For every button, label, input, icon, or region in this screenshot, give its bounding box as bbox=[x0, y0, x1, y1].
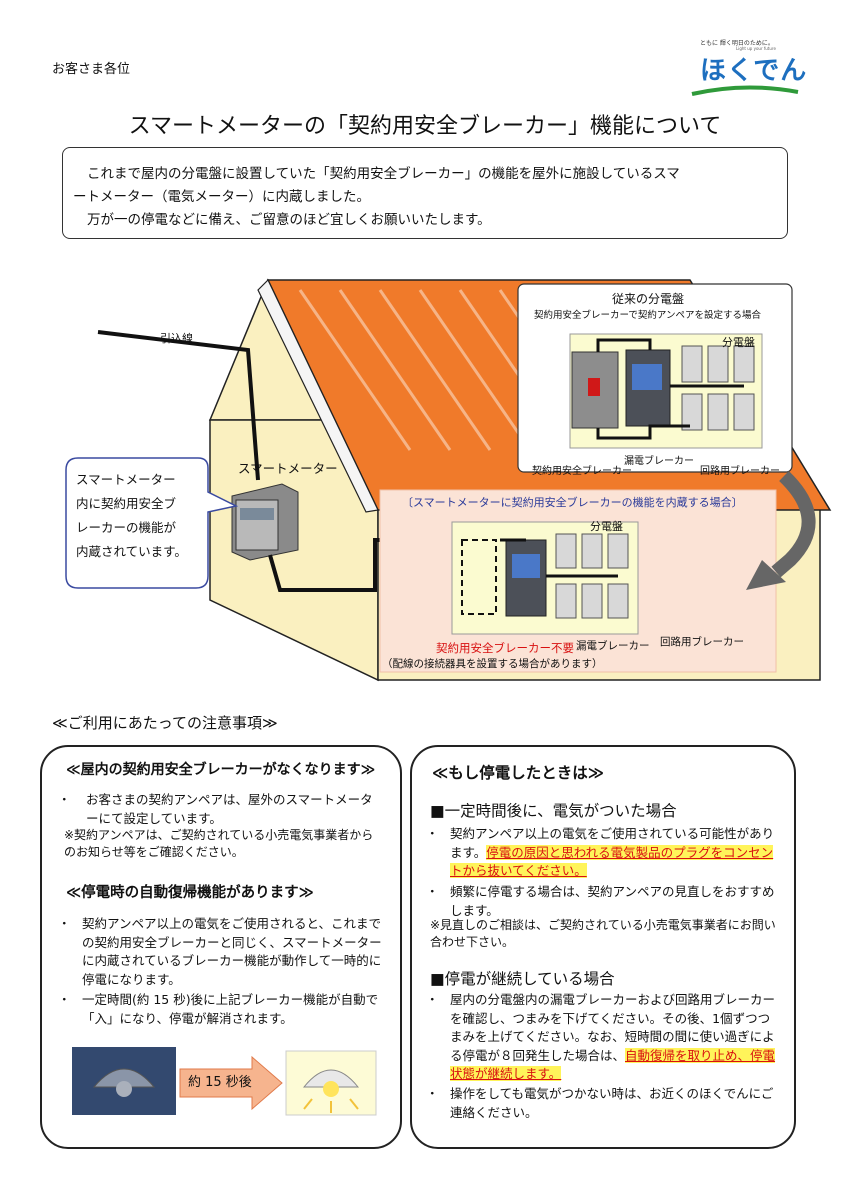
removed-breaker-outline bbox=[461, 539, 497, 615]
left-item-1: ・お客さまの契約アンペアは、屋外のスマートメーターにて設定しています。 bbox=[58, 792, 373, 826]
left-note-1: ※契約アンペアは、ご契約されている小売電気事業者からのお知らせ等をご確認ください… bbox=[64, 828, 374, 859]
service-wire-label: 引込線 bbox=[160, 332, 193, 345]
left-heading-2: ≪停電時の自動復帰機能があります≫ bbox=[66, 885, 314, 901]
right-item-4: ・操作をしても電気がつかない時は、お近くのほくでんにご連絡ください。 bbox=[426, 1086, 774, 1120]
callout-text: スマートメーター 内に契約用安全ブ レーカーの機能が 内蔵されています。 bbox=[76, 472, 187, 559]
old-earth-breaker-label: 漏電ブレーカー bbox=[624, 456, 694, 467]
wiring-note: （配線の接続器具を設置する場合があります） bbox=[382, 658, 603, 670]
new-panel-title: 〔スマートメーターに契約用安全ブレーカーの機能を内蔵する場合〕 bbox=[402, 496, 743, 509]
hokuden-logo: ともに 輝く明日のために。 Light up your future ほくでん bbox=[690, 38, 806, 98]
greeting: お客さま各位 bbox=[52, 62, 131, 77]
new-circuit-breakers bbox=[555, 533, 629, 619]
callout-bubble bbox=[65, 457, 239, 589]
new-panel-label: 分電盤 bbox=[590, 520, 623, 533]
curved-arrow-icon bbox=[771, 470, 816, 578]
right-item-1: ・ 契約アンペア以上の電気をご使用されている可能性があります。停電の原因と思われ… bbox=[426, 826, 775, 878]
right-heading: ≪もし停電したときは≫ bbox=[432, 764, 604, 782]
old-panel-label: 分電盤 bbox=[722, 336, 755, 349]
arrow-right-icon bbox=[179, 1055, 283, 1111]
page-title: スマートメーターの「契約用安全ブレーカー」機能について bbox=[128, 114, 722, 139]
left-notice-panel: ≪屋内の契約用安全ブレーカーがなくなります≫ ・お客さまの契約アンペアは、屋外の… bbox=[40, 745, 402, 1149]
service-wire bbox=[97, 330, 260, 481]
right-note-1: ※見直しのご相談は、ご契約されている小売電気事業者にお問い合わせ下さい。 bbox=[430, 918, 776, 949]
old-circuit-breaker-label: 回路用ブレーカー bbox=[700, 466, 780, 477]
old-panel-subtitle: 契約用安全ブレーカーで契約アンペアを設定する場合 bbox=[534, 310, 762, 321]
wait-arrow-label: 約 15 秒後 bbox=[188, 1075, 252, 1090]
smart-meter-label: スマートメーター bbox=[238, 461, 338, 476]
old-panel-title: 従来の分電盤 bbox=[612, 292, 685, 306]
right-section-1-heading: ■一定時間後に、電気がついた場合 bbox=[430, 802, 677, 820]
logo-brand: ほくでん bbox=[700, 56, 808, 86]
highlight-unplug: 停電の原因と思われる電気製品のプラグをコンセントから抜いてください。 bbox=[450, 844, 774, 878]
new-circuit-breaker-label: 回路用ブレーカー bbox=[660, 636, 744, 648]
right-item-2: ・頻繁に停電する場合は、契約アンペアの見直しをおすすめします。 bbox=[426, 884, 775, 918]
intro-line-3: 万が一の停電などに備え、ご留意のほど宜しくお願いいたします。 bbox=[87, 212, 491, 228]
left-item-3: ・一定時間(約 15 秒)後に上記ブレーカー機能が自動で「入」になり、停電が解消… bbox=[58, 992, 379, 1026]
right-item-3: ・ 屋内の分電盤内の漏電ブレーカーおよび回路用ブレーカーを確認し、つまみを下げて… bbox=[426, 992, 776, 1081]
right-notice-panel: ≪もし停電したときは≫ ■一定時間後に、電気がついた場合 ・ 契約アンペア以上の… bbox=[410, 745, 796, 1149]
intro-line-1: これまで屋内の分電盤に設置していた「契約用安全ブレーカー」の機能を屋外に施設して… bbox=[87, 166, 680, 182]
roof-edge bbox=[257, 278, 379, 513]
house-diagram bbox=[65, 278, 832, 682]
smart-meter-icon bbox=[231, 483, 299, 561]
notes-heading: ≪ご利用にあたっての注意事項≫ bbox=[52, 714, 278, 732]
logo-tagline: ともに 輝く明日のために。 bbox=[700, 40, 774, 47]
left-item-2: ・契約アンペア以上の電気をご使用されると、これまでの契約用安全ブレーカーと同じく… bbox=[58, 916, 382, 987]
old-circuit-breakers bbox=[681, 345, 755, 431]
intro-box: これまで屋内の分電盤に設置していた「契約用安全ブレーカー」の機能を屋外に施設して… bbox=[62, 147, 788, 239]
left-heading-1: ≪屋内の契約用安全ブレーカーがなくなります≫ bbox=[66, 762, 376, 778]
right-section-2-heading: ■停電が継続している場合 bbox=[430, 970, 615, 988]
old-contract-breaker-label: 契約用安全ブレーカー bbox=[532, 466, 632, 477]
lamp-transition-illustration bbox=[72, 1047, 377, 1116]
intro-line-2: ートメーター（電気メーター）に内蔵しました。 bbox=[73, 189, 370, 205]
new-earth-breaker-label: 漏電ブレーカー bbox=[576, 640, 650, 652]
logo-tagline-en: Light up your future bbox=[736, 46, 776, 51]
not-needed-label: 契約用安全ブレーカー不要 bbox=[436, 641, 574, 655]
logo-swoosh-icon bbox=[691, 85, 799, 96]
